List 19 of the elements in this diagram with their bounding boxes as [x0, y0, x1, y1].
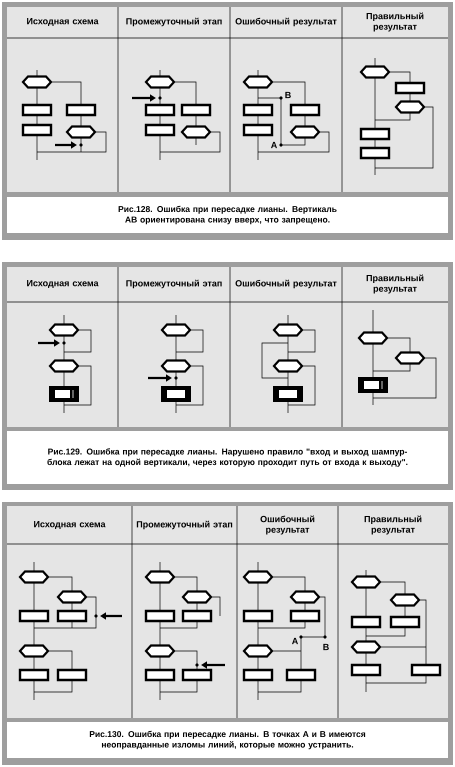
column-header: Правильный результат [364, 515, 422, 535]
figure-caption: Рис.128. Ошибка при пересадке лианы. Вертикаль АВ ориентирована снизу вверх, что запрещено. [7, 197, 448, 233]
column-header: Промежуточный этап [126, 18, 222, 26]
column-header: Промежуточный этап [136, 520, 232, 530]
column-header: Ошибочный результат [260, 515, 314, 535]
column-header: Ошибочный результат [236, 18, 337, 26]
column-header: Исходная схема [27, 280, 99, 288]
figure-caption: Рис.129. Ошибка при пересадке лианы. Нарушено правило "вход и выход шампур-блока лежат на одной вертикали, через которую проходит путь от входа к выходу". [7, 431, 448, 484]
point-label: А [270, 142, 277, 148]
column-header: Промежуточный этап [126, 280, 222, 288]
column-header: Правильный результат [366, 12, 424, 32]
point-label: В [285, 92, 291, 98]
point-label: А [292, 638, 298, 644]
column-header: Ошибочный результат [236, 280, 337, 288]
column-header: Правильный результат [366, 274, 424, 294]
figure-caption: Рис.130. Ошибка при пересадке лианы. В точках А и В имеются неоправданные изломы линий, которые можно устранить. [7, 722, 448, 758]
column-header: Исходная схема [27, 18, 99, 26]
point-label: В [323, 644, 329, 650]
column-header: Исходная схема [34, 521, 106, 529]
